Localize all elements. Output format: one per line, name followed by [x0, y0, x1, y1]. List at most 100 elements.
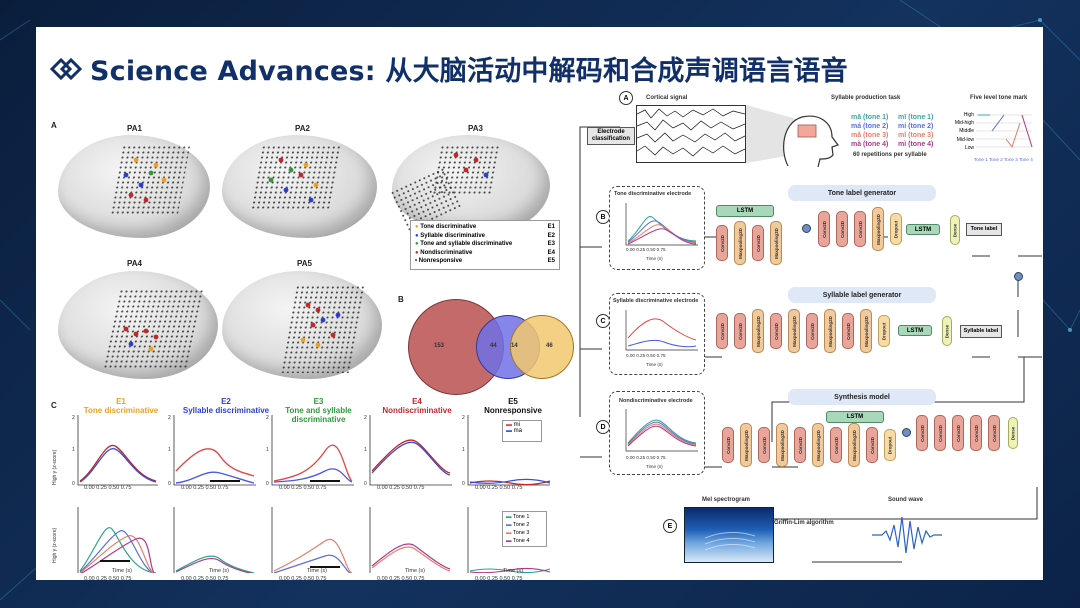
tone-axis-labels: Tone 1 Tone 2 Tone 3 Tone 4	[974, 157, 1033, 162]
conv-layer: Conv2D	[818, 211, 830, 247]
slide-header: Science Advances: 从大脑活动中解码和合成声调语言语音	[50, 49, 848, 88]
c-xticks-5: 0.00 0.25 0.50 0.75	[475, 485, 523, 491]
svg-text:1: 1	[266, 447, 269, 453]
right-a-marker: A	[619, 91, 633, 105]
c-mini-ticks: 0.00 0.25 0.50 0.75	[626, 353, 666, 358]
svg-text:0: 0	[72, 481, 75, 487]
syllable-mini-plot	[625, 310, 698, 351]
electrodes-pa3	[453, 152, 489, 178]
column-name: Nondiscriminative	[382, 406, 452, 415]
dropout-layer: Dropout	[878, 315, 890, 347]
electrodes-pa2	[268, 157, 319, 203]
slide-title: Science Advances: 从大脑活动中解码和合成声调语言语音	[90, 56, 848, 87]
panel-a-label: A	[51, 121, 57, 130]
c-xticks-8: 0.00 0.25 0.50 0.75	[279, 576, 327, 582]
electrodes-pa1	[123, 157, 167, 203]
svg-text:2: 2	[168, 415, 171, 421]
nondisc-electrode-panel	[609, 391, 705, 475]
sound-wave-plot	[872, 516, 942, 554]
column-name: Tone discriminative	[83, 406, 159, 415]
lstm-b2: LSTM	[906, 224, 940, 235]
right-b-marker: B	[596, 210, 610, 224]
legend-tone-4: ▬ Tone 4	[506, 538, 530, 544]
column-id: E3	[313, 397, 324, 406]
column-name: Nonresponsive	[484, 406, 542, 415]
conv-layer: Conv2D	[806, 313, 818, 349]
legend-label: ● Tone discriminative	[415, 224, 477, 230]
tone-levels: High Mid-high Middle Mid-low Low	[946, 111, 974, 152]
pool-layer: Maxpooling2D	[734, 221, 746, 265]
level-high: High	[963, 112, 974, 118]
c-xlabel-1: Time (s)	[112, 568, 132, 574]
svg-text:1: 1	[364, 447, 367, 453]
legend-label: ● Tone and syllable discriminative	[415, 241, 513, 248]
syllable-ma3: mǎ (tone 3)	[851, 132, 889, 139]
pool-layer: Maxpooling2D	[776, 423, 788, 467]
lstm-b: LSTM	[716, 205, 774, 217]
pool-layer: Maxpooling2D	[788, 309, 800, 353]
column-id: E2	[221, 397, 231, 406]
conv-layer: Conv2D	[758, 427, 770, 463]
svg-text:2: 2	[462, 415, 465, 421]
nondisc-mini-plot	[625, 409, 698, 452]
conv-layer: Conv2D	[916, 415, 928, 451]
right-e-marker: E	[663, 519, 677, 533]
c-xticks-6: 0.00 0.25 0.50 0.75	[84, 576, 132, 582]
svg-text:1: 1	[72, 447, 75, 453]
tone-contour-plot	[976, 114, 1033, 149]
venn-value-46: 46	[546, 343, 553, 349]
right-c-marker: C	[596, 314, 610, 328]
svg-text:2: 2	[72, 415, 75, 421]
conv-layer: Conv2D	[988, 415, 1000, 451]
legend-key: E5	[547, 258, 555, 265]
syllables-left: mā (tone 1) má (tone 2) mǎ (tone 3) mà (…	[851, 113, 888, 149]
sound-wave-title: Sound wave	[888, 497, 924, 503]
venn-circle-tone	[408, 299, 504, 395]
syllable-mi3: mǐ (tone 3)	[898, 132, 934, 139]
double-diamond-icon	[50, 57, 82, 80]
svg-text:0: 0	[168, 481, 171, 487]
legend-label: • Nonresponsive	[415, 258, 463, 265]
conv-layer: Conv2D	[794, 427, 806, 463]
venn-circle-both	[510, 315, 574, 379]
conv-layer: Conv2D	[734, 313, 746, 349]
electrode-classification-box: Electrode classification	[587, 127, 635, 145]
pool-layer: Maxpooling2D	[872, 207, 884, 251]
nondisc-electrode-title: Nondiscriminative electrode	[619, 398, 693, 404]
conv-layer: Conv2D	[722, 427, 734, 463]
c-xlabel-5: Time (s)	[503, 568, 523, 574]
patient-pa5-label: PA5	[297, 259, 312, 268]
c-ylabel-bottom: High γ (z-score)	[52, 527, 58, 563]
column-name: Syllable discriminative	[182, 406, 270, 415]
conv-layer: Conv2D	[866, 427, 878, 463]
conv-layer: Conv2D	[716, 225, 728, 261]
tone-generator-header: Tone label generator	[788, 185, 936, 201]
tone-mini-plot	[625, 203, 698, 246]
d-ticks: 0.00 0.25 0.50 0.75	[626, 455, 666, 460]
c-xlabel-2: Time (s)	[209, 568, 229, 574]
legend-key: E4	[547, 249, 555, 256]
right-d-marker: D	[596, 420, 610, 434]
panel-c-label: C	[51, 401, 57, 410]
pool-layer: Maxpooling2D	[770, 221, 782, 265]
repetitions-note: 60 repetitions per syllable	[853, 152, 927, 158]
legend-mi: ▬ mi	[506, 422, 521, 428]
pool-layer: Maxpooling2D	[740, 423, 752, 467]
tone-label-output: Tone label	[966, 223, 1002, 236]
legend-row: • Nonresponsive E5	[415, 257, 555, 266]
level-low: Low	[964, 144, 974, 151]
patient-pa4-label: PA4	[127, 259, 142, 268]
pool-layer: Maxpooling2D	[860, 309, 872, 353]
legend-ma: ▬ ma	[506, 428, 523, 434]
level-middle: Middle	[959, 128, 974, 135]
dense-layer: Dense	[942, 316, 952, 346]
syllable-mi4: mì (tone 4)	[898, 141, 934, 148]
conv-layer: Conv2D	[842, 313, 854, 349]
legend-label: ● Nondiscriminative	[415, 249, 473, 256]
dropout-layer: Dropout	[890, 213, 902, 245]
